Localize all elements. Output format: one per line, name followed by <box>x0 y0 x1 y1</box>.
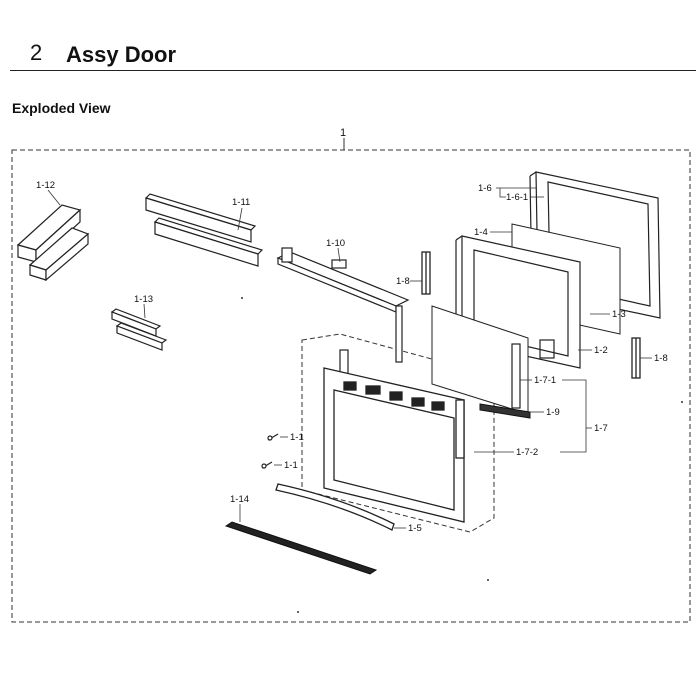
assembly-label: 1 <box>340 127 346 139</box>
callout-1-7-2: 1-7-2 <box>516 447 538 458</box>
part-1-1-screw-upper <box>267 433 279 441</box>
callout-1-5: 1-5 <box>408 523 422 534</box>
part-1-8-hinge-left <box>421 251 431 295</box>
callout-1-13: 1-13 <box>134 294 153 305</box>
part-1-10-rod <box>395 305 403 363</box>
section-number: 2 <box>30 40 43 65</box>
part-1-8-hinge-right <box>631 337 641 379</box>
part-1-11-insulation <box>144 193 264 267</box>
part-1-10-bracket <box>276 247 410 313</box>
callout-1-14: 1-14 <box>230 494 249 505</box>
assembly-boundary <box>11 149 691 623</box>
callout-1-9: 1-9 <box>546 407 560 418</box>
title-rule <box>10 70 696 71</box>
part-1-1-screw-lower <box>261 461 273 469</box>
part-1-13-blocks <box>110 308 168 351</box>
callout-1-1-upper: 1-1 <box>290 432 304 443</box>
section-title: Assy Door <box>66 42 177 67</box>
callout-1-3: 1-3 <box>612 309 626 320</box>
callout-1-8-right: 1-8 <box>654 353 668 364</box>
callout-1-7-1: 1-7-1 <box>534 375 556 386</box>
exploded-view-subtitle: Exploded View <box>12 100 111 116</box>
callout-1-6-1: 1-6-1 <box>506 192 528 203</box>
part-1-5-handle <box>275 483 395 531</box>
part-1-9-strip <box>479 403 531 419</box>
callout-1-7: 1-7 <box>594 423 608 434</box>
callout-1-6: 1-6 <box>478 183 492 194</box>
part-1-14-bottom-trim <box>224 521 378 575</box>
callout-1-12: 1-12 <box>36 180 55 191</box>
part-1-12-insulation <box>16 204 90 282</box>
callout-1-11: 1-11 <box>232 197 250 208</box>
part-1-7-1-side-trim <box>511 343 521 409</box>
callout-1-8-left: 1-8 <box>396 276 410 287</box>
part-1-7-group-outline <box>301 333 495 533</box>
door-outer-panel <box>323 367 465 523</box>
callout-1-10: 1-10 <box>326 238 345 249</box>
callout-1-2: 1-2 <box>594 345 608 356</box>
callout-1-1-lower: 1-1 <box>284 460 298 471</box>
callout-1-4: 1-4 <box>474 227 488 238</box>
